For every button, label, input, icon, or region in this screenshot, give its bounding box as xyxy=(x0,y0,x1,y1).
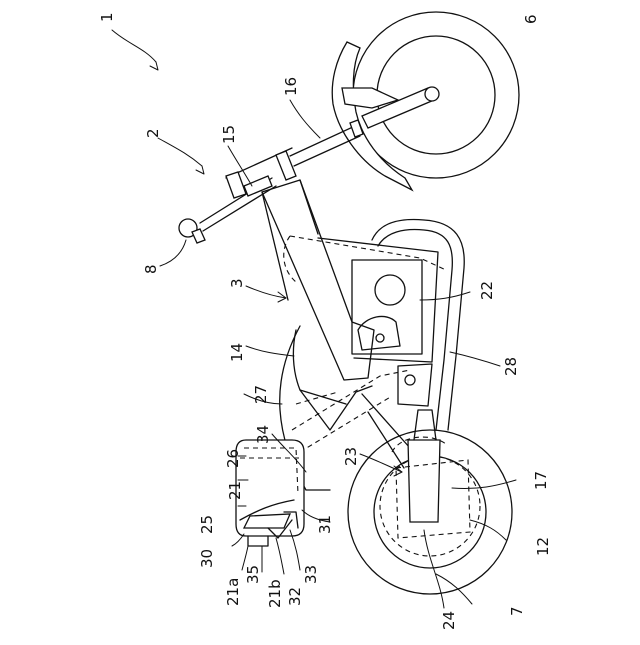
label-8: 8 xyxy=(142,264,160,274)
exhaust-pipe xyxy=(372,220,464,430)
label-30: 30 xyxy=(198,549,216,568)
label-28: 28 xyxy=(502,357,520,376)
label-12: 12 xyxy=(534,537,552,556)
leader-lines xyxy=(112,30,516,608)
label-14: 14 xyxy=(228,343,246,362)
label-26: 26 xyxy=(224,449,242,468)
reference-labels: 1 2 3 6 7 8 12 14 15 16 17 21 21a 21b 22… xyxy=(98,12,552,630)
pivot-plate xyxy=(398,364,432,406)
label-22: 22 xyxy=(478,281,496,300)
label-21a: 21a xyxy=(224,578,242,606)
label-21: 21 xyxy=(226,481,244,500)
label-23: 23 xyxy=(342,447,360,466)
label-16: 16 xyxy=(282,77,300,96)
drive-unit xyxy=(362,394,470,538)
label-25: 25 xyxy=(198,515,216,534)
label-32: 32 xyxy=(286,587,304,606)
label-15: 15 xyxy=(220,125,238,144)
label-27: 27 xyxy=(252,385,270,404)
label-21b: 21b xyxy=(266,579,284,608)
label-1: 1 xyxy=(98,12,116,22)
label-3: 3 xyxy=(228,278,246,288)
label-17: 17 xyxy=(532,471,550,490)
label-24: 24 xyxy=(440,611,458,630)
label-7: 7 xyxy=(508,606,526,616)
label-2: 2 xyxy=(144,128,162,138)
label-35: 35 xyxy=(244,565,262,584)
label-6: 6 xyxy=(522,14,540,24)
label-31: 31 xyxy=(316,515,334,534)
main-frame xyxy=(262,180,374,430)
label-33: 33 xyxy=(302,565,320,584)
label-34: 34 xyxy=(254,425,272,444)
